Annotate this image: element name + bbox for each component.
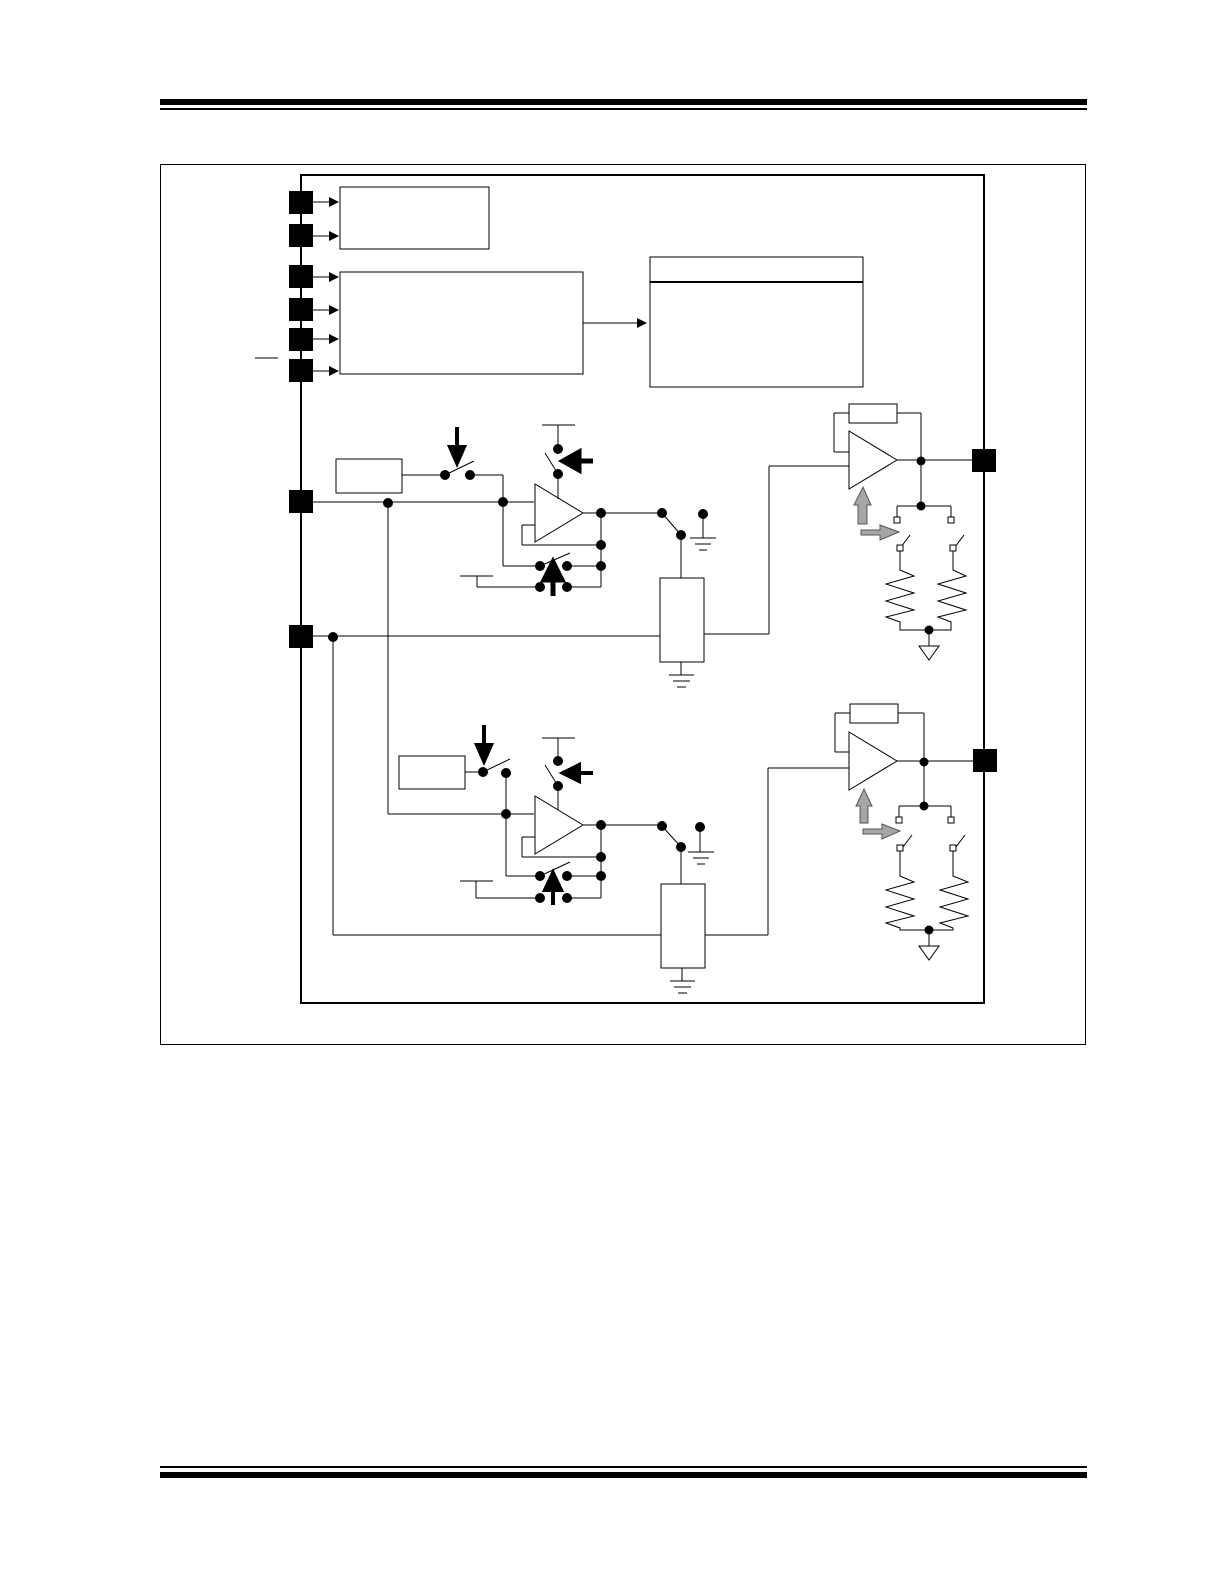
figure-frame <box>160 164 1086 1045</box>
block-control-logic <box>339 271 584 375</box>
header-rule-thin <box>160 108 1087 110</box>
channel-1 <box>313 403 972 935</box>
output-amp <box>848 731 898 791</box>
reference-block <box>335 458 403 494</box>
pin <box>289 224 313 247</box>
block-register <box>649 256 864 388</box>
reference-block <box>398 755 466 790</box>
divider-block <box>660 883 706 969</box>
left-pins <box>289 191 313 648</box>
feedback-resistor <box>849 703 899 724</box>
pin <box>289 298 313 321</box>
opamp <box>534 483 584 543</box>
channel-2 <box>333 703 973 994</box>
pin <box>289 359 313 382</box>
block-small <box>339 186 490 250</box>
footer-rule-thick <box>160 1472 1087 1478</box>
pin <box>289 191 313 214</box>
pin <box>289 265 313 288</box>
chip-outline <box>300 174 985 1004</box>
pin <box>973 749 997 772</box>
output-amp <box>848 430 898 490</box>
right-pins <box>972 449 997 772</box>
pin <box>972 449 996 472</box>
opamp <box>534 795 584 855</box>
pin <box>289 328 313 351</box>
pin <box>289 490 313 513</box>
divider-block <box>659 577 705 663</box>
pin <box>289 625 313 648</box>
footer-rule-thin <box>160 1466 1087 1468</box>
feedback-resistor <box>848 403 898 424</box>
header-rule-thick <box>160 99 1087 105</box>
